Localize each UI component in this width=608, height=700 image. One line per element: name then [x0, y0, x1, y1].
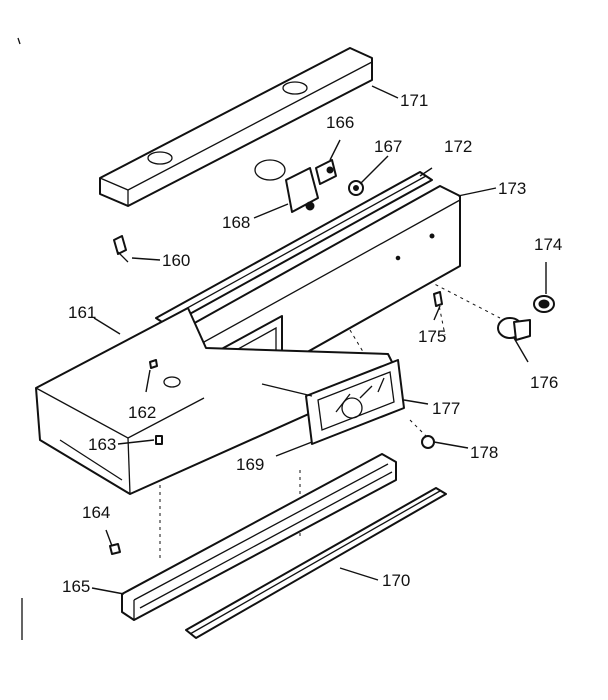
callout-172: 172 [444, 137, 472, 156]
part-165-bottom-rail [121, 453, 397, 621]
callout-171: 171 [400, 91, 428, 110]
callout-164: 164 [82, 503, 110, 522]
part-175-screw [433, 291, 443, 307]
callout-161: 161 [68, 303, 96, 322]
callout-163: 163 [88, 435, 116, 454]
callout-178: 178 [470, 443, 498, 462]
callout-173: 173 [498, 179, 526, 198]
scan-mark [17, 37, 21, 45]
callout-168: 168 [222, 213, 250, 232]
callout-175: 175 [418, 327, 446, 346]
callout-167: 167 [374, 137, 402, 156]
leader-lines [91, 85, 547, 595]
callout-176: 176 [530, 373, 558, 392]
part-176-knob [497, 317, 531, 341]
callout-169: 169 [236, 455, 264, 474]
callout-170: 170 [382, 571, 410, 590]
part-168-timer-motor [254, 159, 319, 213]
callout-labels: 171 160 161 162 163 164 165 166 167 168 … [62, 91, 562, 596]
part-160-clip [113, 235, 129, 263]
callout-177: 177 [432, 399, 460, 418]
part-164-screw [109, 543, 121, 555]
part-163-screw [155, 435, 163, 445]
part-170-strip [185, 487, 447, 639]
part-174-knob [533, 295, 555, 313]
callout-165: 165 [62, 577, 90, 596]
part-166-switch [315, 159, 337, 185]
callout-160: 160 [162, 251, 190, 270]
clock-wire [261, 383, 313, 397]
part-162-screw [149, 359, 158, 369]
callout-174: 174 [534, 235, 562, 254]
part-177-clock [305, 359, 405, 445]
part-171-top-channel [99, 47, 373, 207]
callout-166: 166 [326, 113, 354, 132]
part-178-nut [421, 435, 435, 449]
callout-162: 162 [128, 403, 156, 422]
